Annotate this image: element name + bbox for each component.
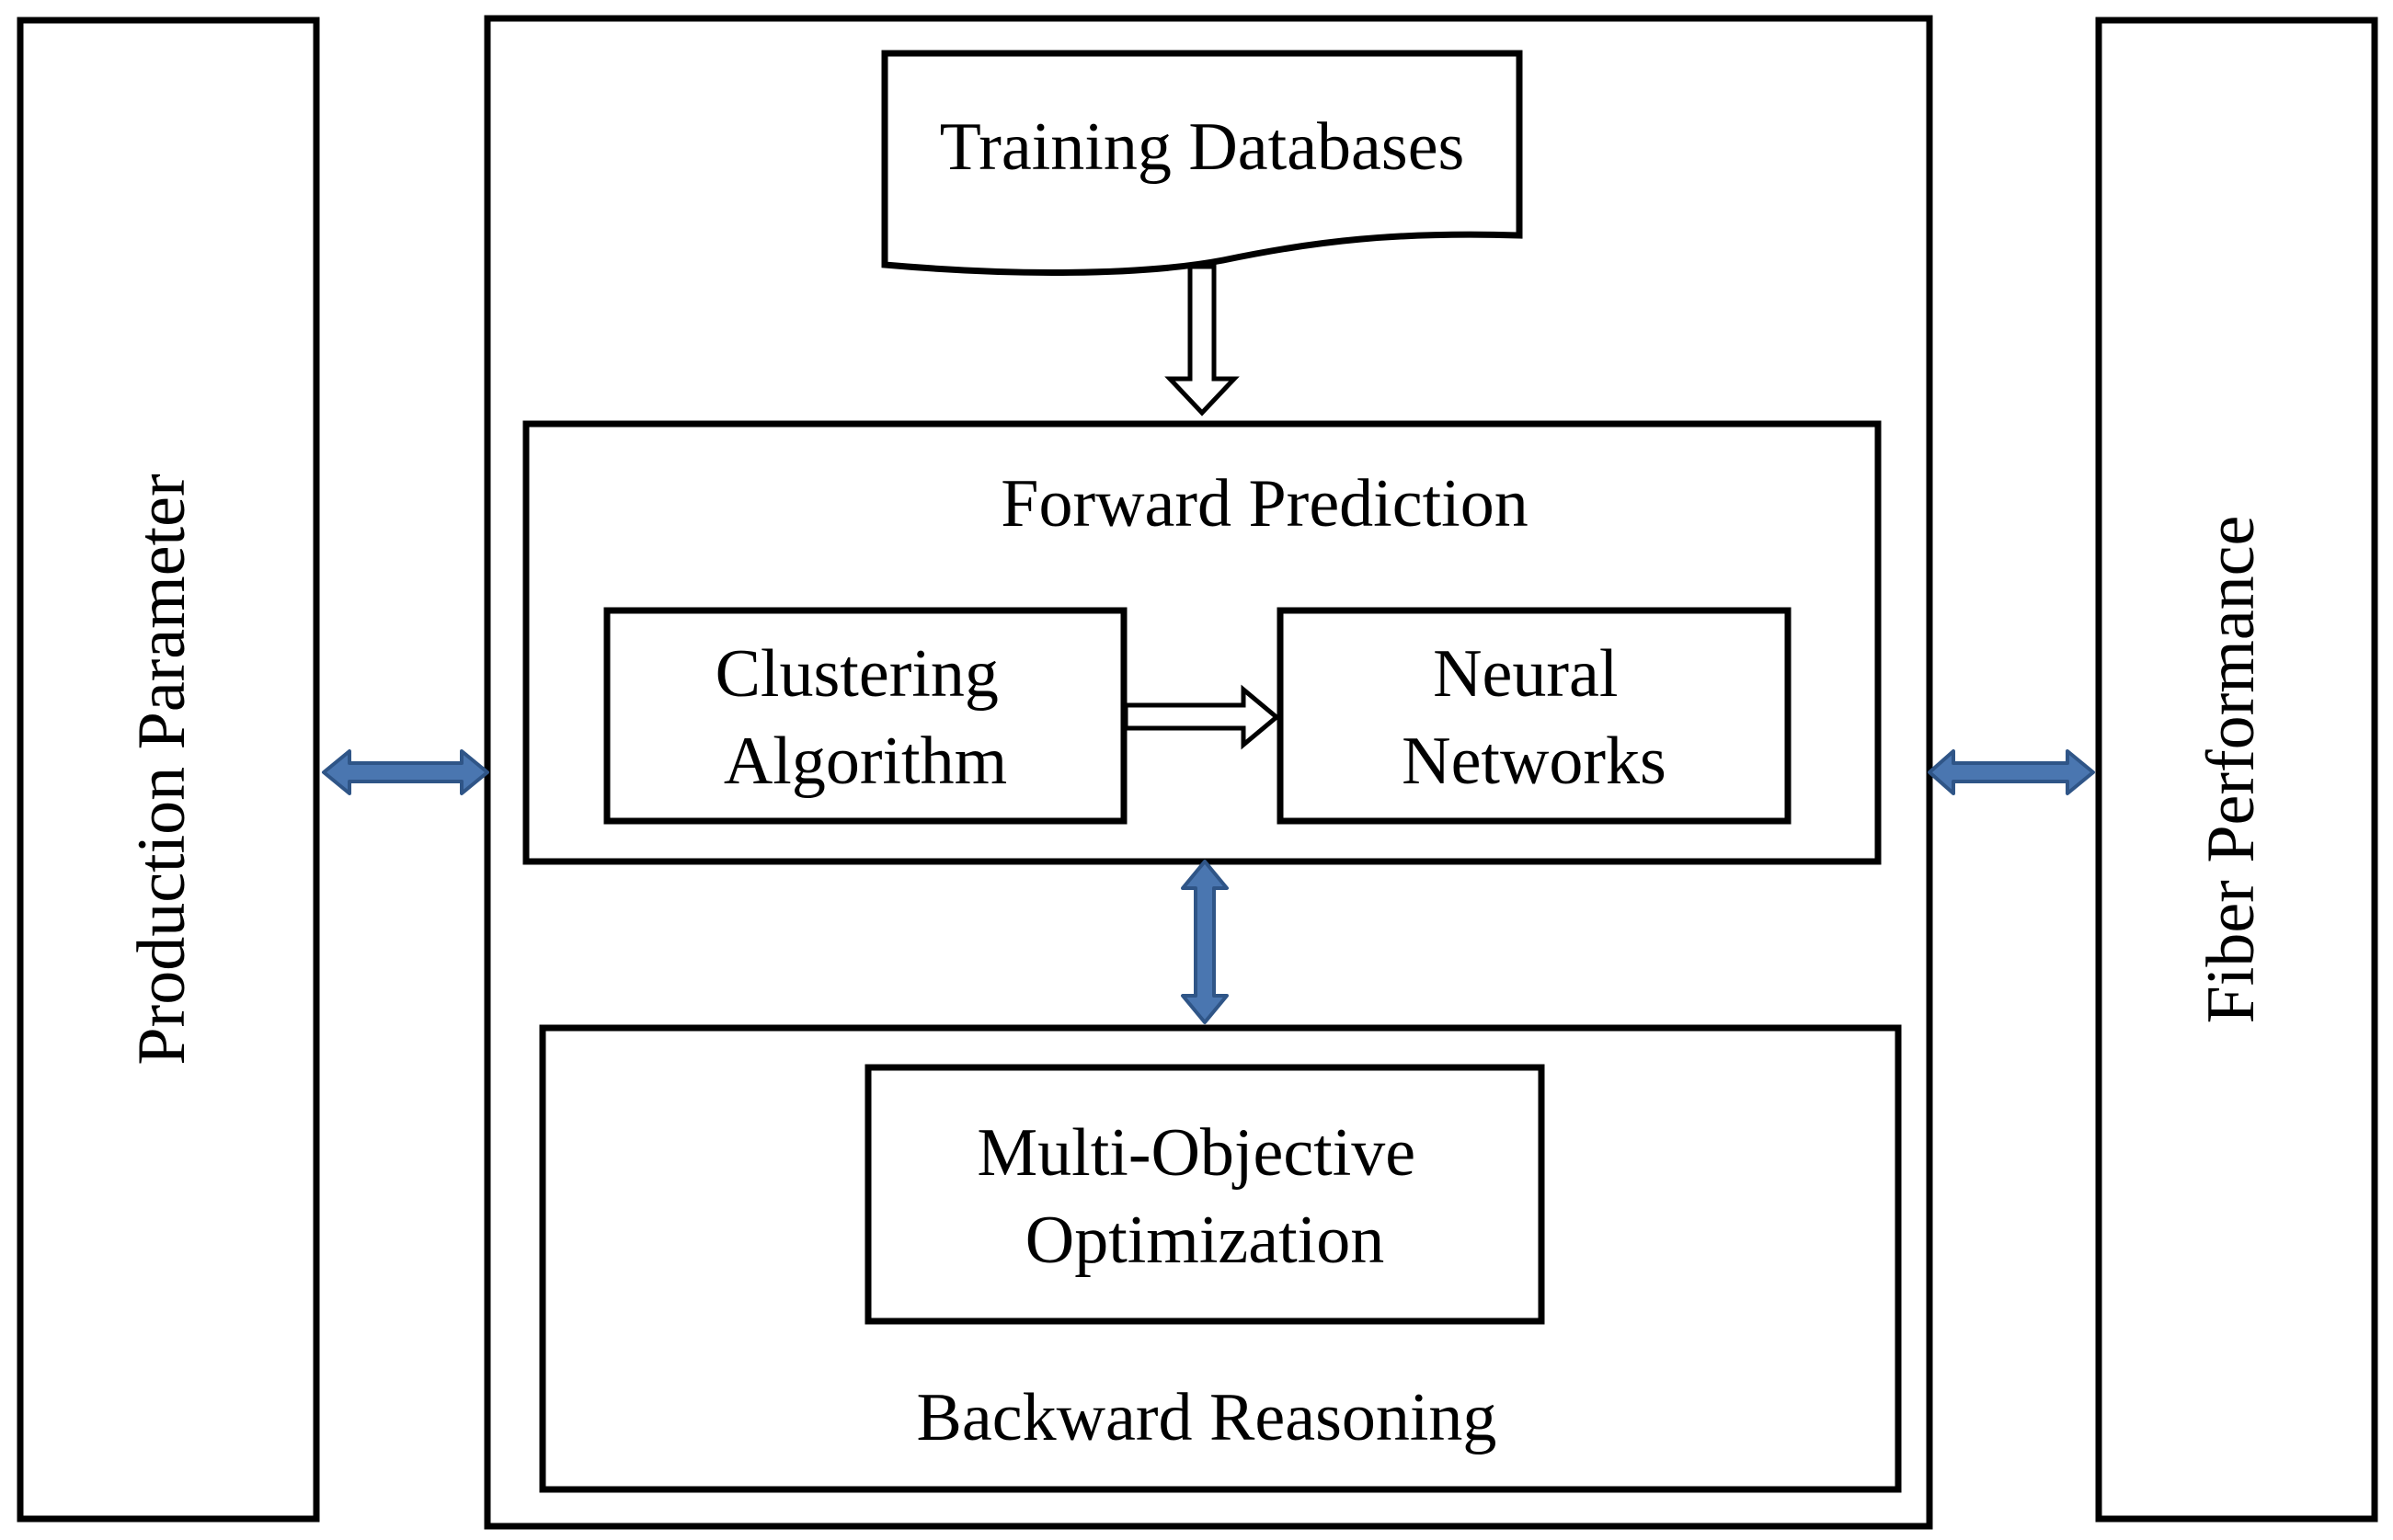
training-databases-node: Training Databases	[881, 50, 1523, 276]
training-to-forward-arrow	[1164, 264, 1240, 416]
multi-objective-optimization-node: Multi-Objective Optimization	[864, 1064, 1545, 1325]
clustering-algorithm-line-1: Clustering	[716, 636, 999, 712]
clustering-algorithm-line-2: Algorithm	[724, 724, 1007, 799]
production-framework-double-arrow	[322, 749, 489, 795]
clustering-algorithm-node: Clustering Algorithm	[603, 607, 1128, 825]
neural-networks-label: Neural Networks	[1402, 636, 1666, 799]
neural-networks-node: Neural Networks	[1277, 607, 1792, 825]
multi-objective-optimization-label: Multi-Objective Optimization	[977, 1115, 1432, 1278]
multi-objective-optimization-line-2: Optimization	[1025, 1203, 1385, 1278]
neural-networks-line-1: Neural	[1433, 636, 1618, 712]
clustering-to-neural-arrow	[1123, 684, 1280, 750]
clustering-algorithm-label: Clustering Algorithm	[716, 636, 1016, 799]
backward-reasoning-label: Backward Reasoning	[917, 1380, 1497, 1455]
production-parameter-label: Production Parameter	[124, 473, 200, 1065]
fiber-performance-box: Fiber Performance	[2095, 17, 2378, 1523]
training-databases-label: Training Databases	[940, 109, 1465, 185]
forward-backward-double-arrow	[1181, 860, 1229, 1024]
neural-networks-line-2: Networks	[1402, 724, 1666, 799]
production-parameter-box: Production Parameter	[17, 17, 320, 1523]
fiber-performance-label: Fiber Performance	[2193, 516, 2269, 1024]
multi-objective-optimization-line-1: Multi-Objective	[977, 1115, 1415, 1191]
framework-fiber-double-arrow	[1928, 749, 2095, 795]
forward-prediction-label: Forward Prediction	[1001, 466, 1528, 542]
